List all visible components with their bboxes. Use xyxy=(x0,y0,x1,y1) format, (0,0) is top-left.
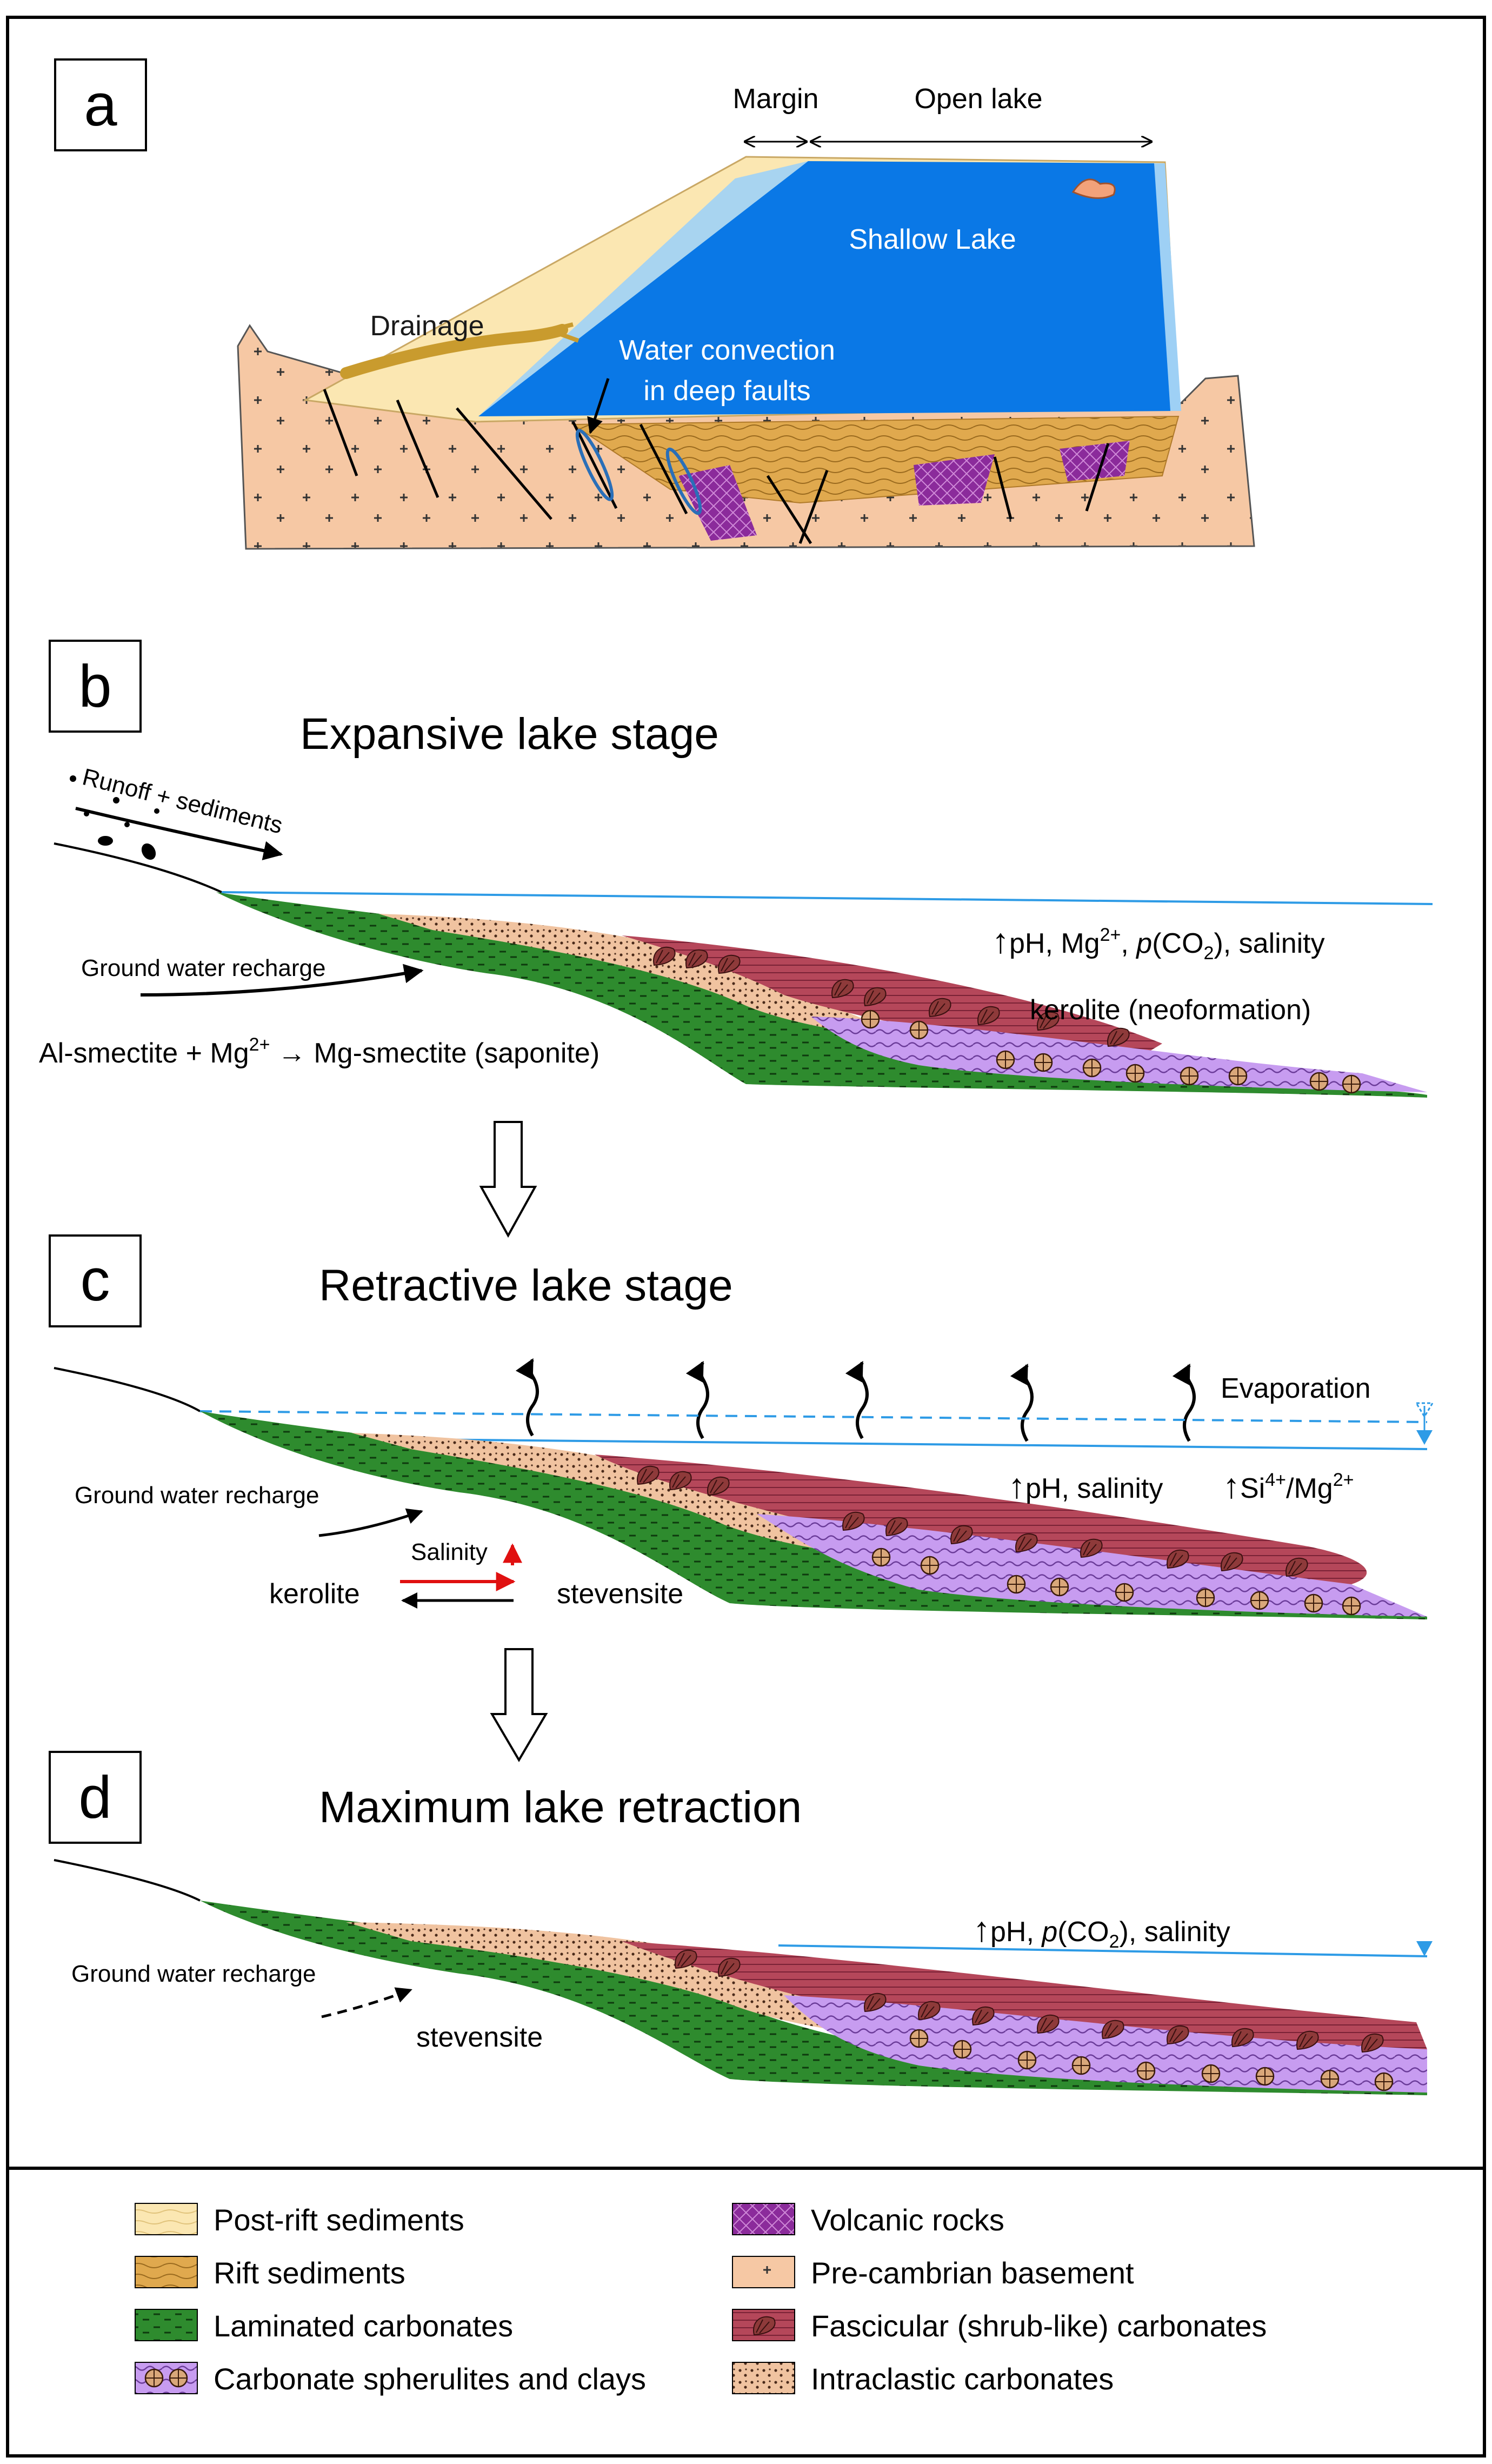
figure-frame xyxy=(6,16,1486,2458)
legend-label-laminated: Laminated carbonates xyxy=(214,2309,513,2343)
volcanic-body-2 xyxy=(914,454,995,506)
panel-a: a xyxy=(54,58,1255,550)
b-trend: ↑pH, Mg2+, p(CO2), salinity xyxy=(992,921,1325,964)
runoff-arrow xyxy=(75,807,283,860)
c-trend-1: ↑pH, salinity xyxy=(1008,1466,1163,1505)
panel-b-label-box xyxy=(49,640,142,733)
volcanic-body-3 xyxy=(1060,441,1130,481)
legend-label-post-rift: Post-rift sediments xyxy=(214,2203,464,2237)
panel-c-former-water-line xyxy=(199,1410,1428,1423)
panel-d-letter: d xyxy=(78,1764,111,1831)
legend-swatch-spherulites xyxy=(135,2362,198,2394)
convection-label-line2: in deep faults xyxy=(643,375,810,407)
b-groundwater-arrow xyxy=(140,964,424,997)
panel-b: b Expansive lake stage Runoff + sediment… xyxy=(39,640,1433,1098)
d-stevensite-label: stevensite xyxy=(416,2022,543,2053)
panel-c: c Retractive lake stage Evaporation xyxy=(49,1234,1434,1619)
convection-loop-2 xyxy=(665,447,702,515)
runoff-particles xyxy=(70,775,159,860)
b-fascicular xyxy=(622,935,1162,1060)
legend-label-spherulites: Carbonate spherulites and clays xyxy=(214,2362,646,2396)
legend-swatch-basement xyxy=(732,2256,795,2288)
legend-label-volcanic: Volcanic rocks xyxy=(811,2203,1004,2237)
transition-arrow-c-d xyxy=(490,1648,548,1762)
water-drop-marker-c xyxy=(1415,1402,1434,1418)
panel-d-title: Maximum lake retraction xyxy=(319,1783,802,1832)
panel-a-letter: a xyxy=(84,72,117,138)
drainage-label: Drainage xyxy=(370,310,484,342)
panel-c-slope xyxy=(54,1367,201,1412)
panel-a-label-box xyxy=(54,58,147,151)
convection-loop-1 xyxy=(575,429,614,501)
c-intraclastic xyxy=(351,1433,908,1557)
panel-d: d Maximum lake retraction Ground water r… xyxy=(49,1751,1433,2095)
c-trend-2: ↑Si4+/Mg2+ xyxy=(1223,1466,1354,1505)
b-kerolite-label: kerolite (neoformation) xyxy=(1030,994,1311,1026)
d-fascicular xyxy=(622,1941,1427,2049)
c-salinity-label: Salinity xyxy=(411,1539,488,1565)
c-groundwater-arrow xyxy=(318,1508,423,1537)
c-groundwater-label: Ground water recharge xyxy=(75,1482,319,1509)
evaporation-label: Evaporation xyxy=(1221,1373,1371,1404)
legend-swatch-rift xyxy=(135,2256,198,2288)
c-kerolite-label: kerolite xyxy=(269,1578,360,1610)
panel-d-label-box xyxy=(49,1751,142,1844)
d-intraclastic xyxy=(346,1922,930,2038)
legend: Post-rift sediments Rift sediments Lamin… xyxy=(135,2203,1267,2396)
faults xyxy=(323,389,1110,544)
drainage-tributaries xyxy=(540,322,580,343)
legend-swatch-intraclastic xyxy=(732,2362,795,2394)
legend-label-basement: Pre-cambrian basement xyxy=(811,2256,1134,2290)
panel-c-title: Retractive lake stage xyxy=(319,1261,733,1310)
panel-c-letter: c xyxy=(81,1247,110,1313)
island xyxy=(1071,178,1116,199)
panel-b-slope xyxy=(54,842,222,893)
water-level-marker-c xyxy=(1416,1430,1433,1445)
legend-spherulite-glyph-2 xyxy=(169,2368,188,2388)
legend-label-fascicular: Fascicular (shrub-like) carbonates xyxy=(811,2309,1267,2343)
panel-b-letter: b xyxy=(78,653,111,720)
legend-swatch-volcanic xyxy=(732,2203,795,2235)
evaporation-arrows xyxy=(515,1358,1196,1442)
open-lake-label: Open lake xyxy=(914,83,1042,115)
panel-d-water-line xyxy=(778,1944,1428,1957)
shallow-lake xyxy=(478,161,1173,416)
c-stevensite-label: stevensite xyxy=(557,1578,683,1610)
legend-label-intraclastic: Intraclastic carbonates xyxy=(811,2362,1114,2396)
panel-b-water-line xyxy=(221,891,1433,905)
runoff-label: Runoff + sediments xyxy=(80,763,285,839)
panel-c-label-box xyxy=(49,1234,142,1327)
legend-swatch-post-rift xyxy=(135,2203,198,2235)
water-level-marker-d xyxy=(1416,1941,1433,1956)
legend-spherulite-glyph-1 xyxy=(144,2368,164,2388)
legend-swatch-laminated xyxy=(135,2309,198,2341)
d-groundwater-label: Ground water recharge xyxy=(71,1961,316,1987)
drainage-river xyxy=(340,324,568,379)
b-intraclastic xyxy=(378,914,919,1038)
volcanic-body-1 xyxy=(678,465,757,541)
margin-label: Margin xyxy=(733,83,819,115)
b-spherulite xyxy=(811,1017,1427,1092)
panel-d-slope xyxy=(54,1859,201,1902)
transition-arrow-b-c xyxy=(479,1121,537,1238)
b-groundwater-label: Ground water recharge xyxy=(81,955,325,981)
convection-label-line1: Water convection xyxy=(619,335,835,366)
legend-swatch-fascicular xyxy=(732,2309,795,2341)
panel-b-title: Expansive lake stage xyxy=(300,709,719,759)
convection-arrow xyxy=(587,378,610,434)
shallow-lake-label: Shallow Lake xyxy=(849,224,1016,255)
d-groundwater-arrow xyxy=(321,1987,412,2018)
b-reaction: Al-smectite + Mg2+ → Mg-smectite (saponi… xyxy=(39,1034,600,1069)
c-spherulite xyxy=(757,1514,1427,1617)
panel-c-water-line xyxy=(302,1437,1428,1450)
legend-label-rift: Rift sediments xyxy=(214,2256,405,2290)
d-trend: ↑pH, p(CO2), salinity xyxy=(973,1910,1230,1952)
lake-edge-strip xyxy=(1154,163,1181,411)
